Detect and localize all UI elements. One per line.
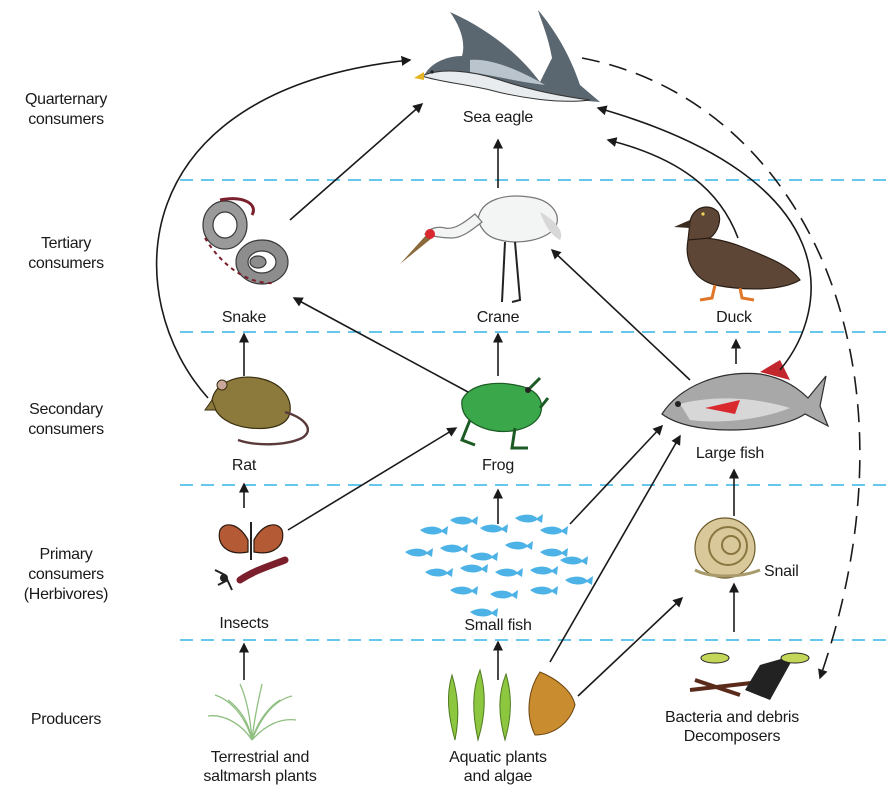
arrow-sea-eagle-to-decomposers bbox=[582, 58, 860, 678]
level-label-line: Secondary bbox=[6, 400, 126, 420]
level-label-tertiary: Tertiary consumers bbox=[6, 234, 126, 274]
level-label-line: consumers bbox=[6, 110, 126, 130]
small-fish-shape bbox=[470, 552, 498, 561]
level-label-line: Producers bbox=[6, 710, 126, 730]
insects-icon bbox=[215, 522, 285, 590]
eagle-icon bbox=[414, 10, 600, 102]
crane-icon bbox=[400, 196, 561, 302]
small-fish-shape bbox=[450, 586, 478, 595]
organism-label-rat: Rat bbox=[232, 456, 256, 475]
arrow-snake-to-sea-eagle bbox=[290, 104, 422, 220]
organism-label-crane: Crane bbox=[477, 308, 520, 327]
small-fish-shape bbox=[530, 586, 558, 595]
large-fish-icon bbox=[662, 360, 828, 430]
level-label-secondary: Secondary consumers bbox=[6, 400, 126, 440]
duck-icon bbox=[674, 207, 800, 300]
small-fish-shape bbox=[425, 568, 453, 577]
small-fish-shape bbox=[490, 590, 518, 599]
small-fish-shape bbox=[540, 526, 568, 535]
level-label-line: consumers bbox=[6, 254, 126, 274]
organism-label-terrestrial-plants: Terrestrial and saltmarsh plants bbox=[203, 748, 316, 786]
arrow-rat-to-sea-eagle bbox=[157, 60, 410, 398]
level-label-quaternary: Quarternary consumers bbox=[6, 90, 126, 130]
organism-label-snail: Snail bbox=[764, 562, 799, 581]
arrow-insects-to-frog bbox=[288, 428, 456, 530]
organism-label-line: Bacteria and debris bbox=[665, 708, 799, 727]
small-fish-shape bbox=[515, 514, 543, 523]
organism-label-frog: Frog bbox=[482, 456, 514, 475]
organism-label-decomposers: Bacteria and debris Decomposers bbox=[665, 708, 799, 746]
frog-icon bbox=[462, 378, 548, 448]
level-label-line: Quarternary bbox=[6, 90, 126, 110]
level-label-line: (Herbivores) bbox=[6, 585, 126, 605]
small-fish-shape bbox=[565, 576, 593, 585]
organism-label-aquatic-plants: Aquatic plants and algae bbox=[449, 748, 547, 786]
aquatic-plant-icon bbox=[448, 670, 575, 740]
arrow-aquatic-plants-to-snail bbox=[578, 598, 682, 696]
level-label-primary: Primary consumers (Herbivores) bbox=[6, 545, 126, 605]
snail-icon bbox=[695, 518, 760, 578]
organism-label-large-fish: Large fish bbox=[696, 444, 764, 463]
organism-label-line: and algae bbox=[449, 767, 547, 786]
organism-label-line: Decomposers bbox=[665, 727, 799, 746]
small-fish-shape bbox=[450, 516, 478, 525]
level-label-line: consumers bbox=[6, 420, 126, 440]
rat-icon bbox=[205, 377, 308, 444]
organism-label-duck: Duck bbox=[716, 308, 752, 327]
level-label-line: Tertiary bbox=[6, 234, 126, 254]
organism-label-small-fish: Small fish bbox=[464, 616, 531, 635]
small-fish-shape bbox=[505, 541, 533, 550]
small-fish-icon bbox=[405, 514, 593, 617]
arrow-small-fish-to-large-fish bbox=[570, 426, 662, 524]
small-fish-shape bbox=[440, 544, 468, 553]
small-fish-shape bbox=[530, 566, 558, 575]
arrow-large-fish-to-crane bbox=[552, 250, 690, 380]
decomposer-icon bbox=[690, 653, 809, 700]
snake-icon bbox=[203, 199, 288, 284]
arrow-frog-to-snake bbox=[294, 298, 468, 392]
organism-label-line: Aquatic plants bbox=[449, 748, 547, 767]
organism-label-sea-eagle: Sea eagle bbox=[463, 108, 533, 127]
level-label-line: Primary bbox=[6, 545, 126, 565]
organism-label-insects: Insects bbox=[219, 614, 268, 633]
organism-label-snake: Snake bbox=[222, 308, 266, 327]
small-fish-shape bbox=[480, 524, 508, 533]
arrow-aquatic-plants-to-large-fish bbox=[550, 436, 680, 662]
grass-icon bbox=[208, 684, 296, 740]
small-fish-shape bbox=[540, 548, 568, 557]
small-fish-shape bbox=[560, 556, 588, 565]
level-label-producers: Producers bbox=[6, 710, 126, 730]
small-fish-shape bbox=[495, 568, 523, 577]
small-fish-shape bbox=[420, 526, 448, 535]
small-fish-shape bbox=[460, 564, 488, 573]
level-label-line: consumers bbox=[6, 565, 126, 585]
small-fish-shape bbox=[405, 548, 433, 557]
organism-label-line: saltmarsh plants bbox=[203, 767, 316, 786]
organism-label-line: Terrestrial and bbox=[203, 748, 316, 767]
